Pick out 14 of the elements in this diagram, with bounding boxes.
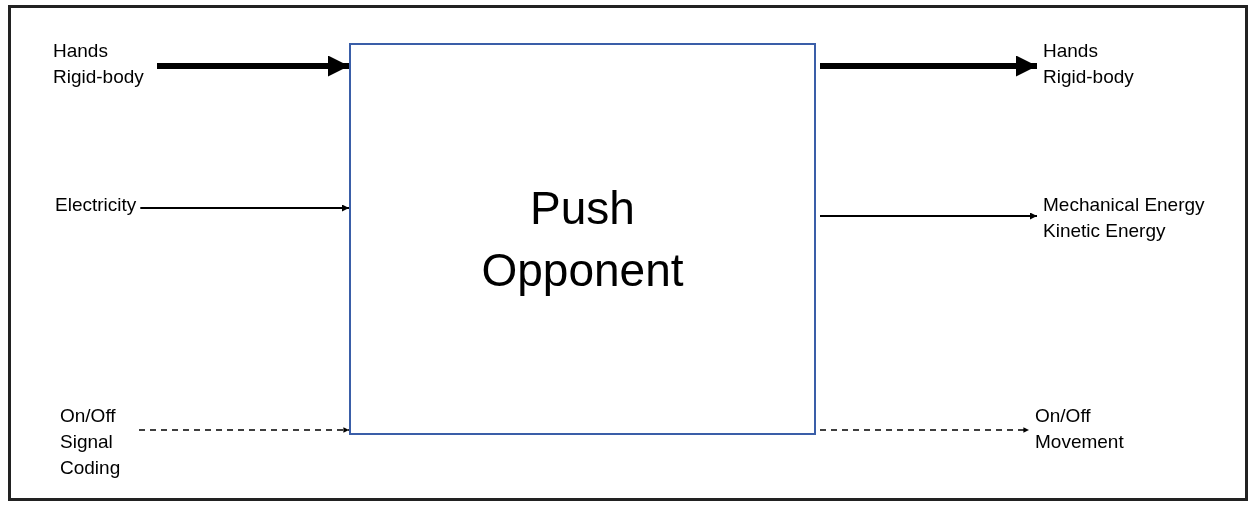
arrow (820, 55, 1037, 77)
flow-label: Hands Rigid-body (53, 38, 153, 90)
arrow (138, 427, 350, 433)
flow-label: Electricity (55, 192, 137, 218)
arrow (157, 55, 349, 77)
process-box (349, 43, 816, 435)
flow-label: Hands Rigid-body (1043, 38, 1143, 90)
arrow (819, 212, 1038, 220)
arrow (819, 427, 1030, 433)
process-title: Push Opponent (480, 181, 685, 298)
flow-label: Mechanical Energy Kinetic Energy (1043, 192, 1253, 244)
flow-label: On/Off Signal Coding (60, 403, 135, 481)
arrow (139, 204, 350, 212)
flow-label: On/Off Movement (1035, 403, 1145, 455)
